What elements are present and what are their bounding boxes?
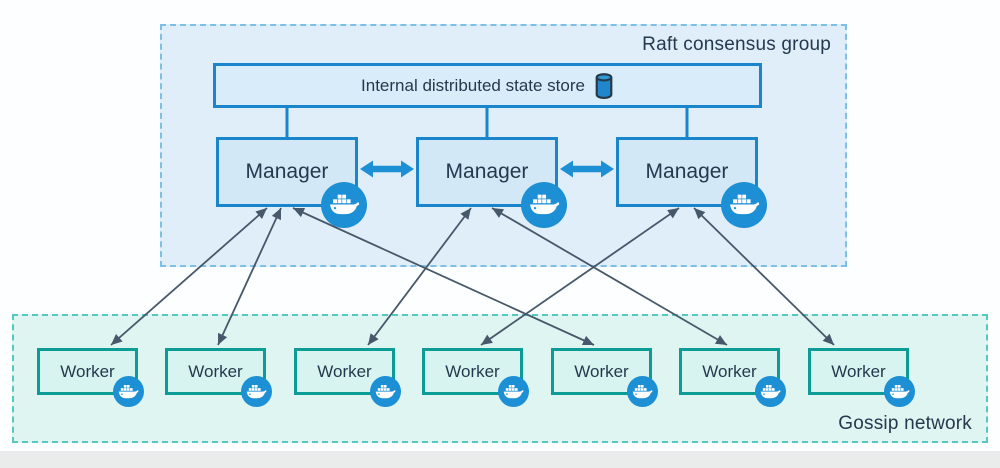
worker-node-4: Worker xyxy=(422,348,529,407)
manager-label: Manager xyxy=(445,160,529,183)
state-store-label: Internal distributed state store xyxy=(361,75,585,95)
manager-node-2: Manager xyxy=(416,137,567,228)
docker-whale-icon xyxy=(241,376,272,407)
manager-label: Manager xyxy=(245,160,329,183)
manager-node-1: Manager xyxy=(216,137,367,228)
gossip-group-label: Gossip network xyxy=(838,413,972,434)
page-bottom-strip xyxy=(0,451,1000,468)
state-store-node: Internal distributed state store xyxy=(213,63,762,108)
docker-whale-icon xyxy=(721,182,767,228)
worker-label: Worker xyxy=(702,361,757,381)
docker-whale-icon xyxy=(884,376,915,407)
worker-node-1: Worker xyxy=(37,348,144,407)
worker-label: Worker xyxy=(445,361,500,381)
docker-whale-icon xyxy=(755,376,786,407)
docker-whale-icon xyxy=(627,376,658,407)
docker-whale-icon xyxy=(498,376,529,407)
worker-label: Worker xyxy=(831,361,886,381)
database-icon xyxy=(594,72,614,100)
worker-node-5: Worker xyxy=(551,348,658,407)
worker-node-7: Worker xyxy=(808,348,915,407)
manager-node-3: Manager xyxy=(616,137,767,228)
docker-whale-icon xyxy=(370,376,401,407)
manager-label: Manager xyxy=(645,160,729,183)
worker-node-3: Worker xyxy=(294,348,401,407)
docker-whale-icon xyxy=(321,182,367,228)
docker-whale-icon xyxy=(521,182,567,228)
worker-label: Worker xyxy=(317,361,372,381)
worker-label: Worker xyxy=(574,361,629,381)
worker-node-6: Worker xyxy=(679,348,786,407)
docker-whale-icon xyxy=(113,376,144,407)
worker-node-2: Worker xyxy=(165,348,272,407)
raft-group-label: Raft consensus group xyxy=(642,34,831,55)
worker-label: Worker xyxy=(60,361,115,381)
worker-label: Worker xyxy=(188,361,243,381)
